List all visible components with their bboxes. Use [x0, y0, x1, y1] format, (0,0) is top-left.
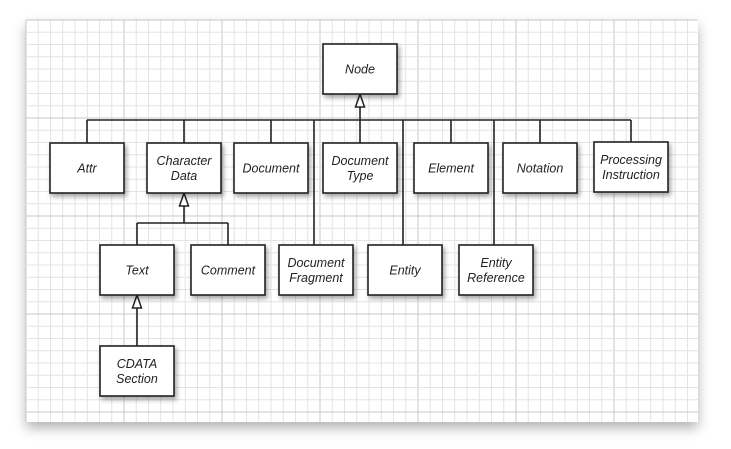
class-box-frame: [322, 43, 398, 95]
class-boxes: NodeAttrCharacterDataDocumentDocumentTyp…: [49, 43, 669, 397]
class-label: Attr: [76, 162, 97, 176]
class-label: Document: [332, 154, 389, 168]
class-label: Processing: [600, 153, 662, 167]
connectors: [86, 91, 632, 346]
class-box-comment[interactable]: Comment: [190, 244, 266, 296]
class-box-frame: [413, 142, 489, 194]
class-label: Reference: [467, 271, 525, 285]
class-label: Entity: [480, 256, 512, 270]
class-label: Document: [243, 162, 300, 176]
text-generalization-arrow: [131, 292, 143, 309]
class-label: Comment: [201, 264, 256, 278]
class-label: Element: [428, 162, 474, 176]
class-box-document[interactable]: Document: [233, 142, 309, 194]
class-box-frame: [146, 142, 222, 194]
class-label: Document: [288, 256, 345, 270]
class-box-element[interactable]: Element: [413, 142, 489, 194]
class-box-frame: [49, 142, 125, 194]
class-box-frame: [190, 244, 266, 296]
class-label: Character: [157, 154, 213, 168]
class-label: CDATA: [117, 357, 158, 371]
class-label: Type: [347, 169, 374, 183]
class-box-frame: [502, 142, 578, 194]
class-box-frame: [99, 244, 175, 296]
class-label: Notation: [517, 162, 564, 176]
class-label: Entity: [389, 264, 421, 278]
class-box-frame: [367, 244, 443, 296]
class-label: Text: [125, 264, 149, 278]
class-box-frame: [278, 244, 354, 296]
class-label: Instruction: [602, 168, 660, 182]
grid-lines: [25, 19, 698, 422]
class-box-frame: [99, 345, 175, 397]
class-label: Fragment: [289, 271, 343, 285]
class-box-notation[interactable]: Notation: [502, 142, 578, 194]
class-box-attr[interactable]: Attr: [49, 142, 125, 194]
node-generalization-arrow: [354, 91, 366, 108]
class-label: Data: [171, 169, 197, 183]
character-data-generalization-arrow: [178, 190, 190, 207]
class-label: Section: [116, 372, 158, 386]
class-label: Node: [345, 63, 375, 77]
class-box-entity[interactable]: Entity: [367, 244, 443, 296]
class-box-frame: [458, 244, 534, 296]
class-box-frame: [322, 142, 398, 194]
class-box-frame: [593, 141, 669, 193]
class-box-frame: [233, 142, 309, 194]
class-box-node[interactable]: Node: [322, 43, 398, 95]
class-box-text[interactable]: Text: [99, 244, 175, 296]
